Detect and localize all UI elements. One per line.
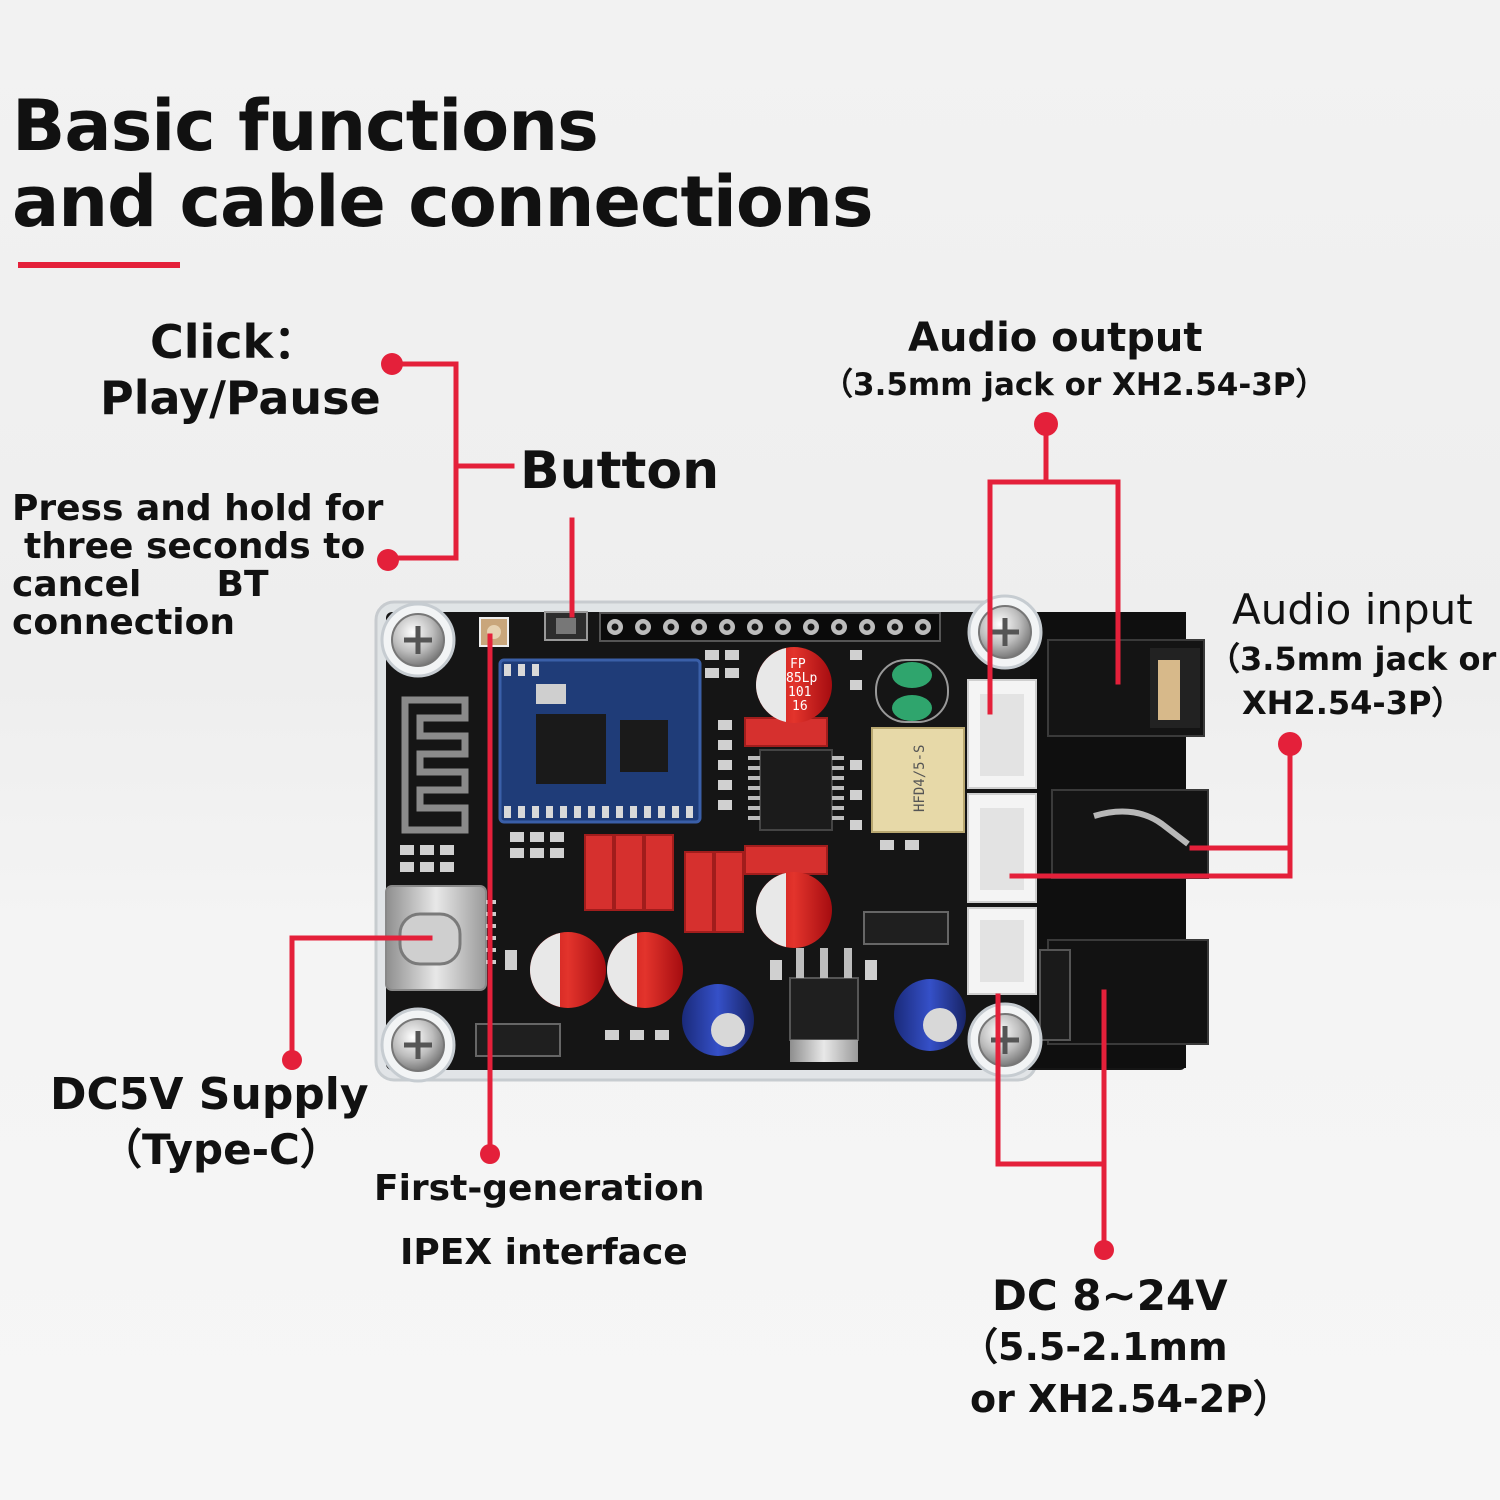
bluetooth-module <box>498 658 702 824</box>
screw-icon <box>380 1007 456 1083</box>
xh-connector-power <box>967 907 1037 995</box>
xh-connector-output <box>967 679 1037 789</box>
label-dc5v: DC5V Supply <box>50 1069 369 1120</box>
audio-jack-icon <box>1047 639 1205 737</box>
push-button <box>544 611 588 641</box>
screw-icon <box>967 594 1043 670</box>
label-dc-in-spec-1: （5.5-2.1mm <box>960 1325 1228 1369</box>
cap-label-4: 16 <box>792 699 808 714</box>
label-play-pause: Play/Pause <box>100 371 381 425</box>
label-dc-in-spec-2: or XH2.54-2P） <box>970 1377 1291 1421</box>
label-audio-input-spec-1: （3.5mm jack or <box>1208 640 1497 678</box>
label-dc-in: DC 8~24V <box>992 1271 1228 1320</box>
press-hold-line-1: Press and hold for <box>12 488 384 529</box>
title-line-2: and cable connections <box>12 161 873 243</box>
label-click: Click： <box>150 315 320 369</box>
inductors <box>875 659 949 723</box>
antenna-icon <box>401 696 469 834</box>
cap-label-1: FP <box>790 657 806 672</box>
ipex-connector <box>479 617 509 647</box>
capacitor-icon <box>682 984 754 1056</box>
audio-jack-icon <box>1051 789 1209 879</box>
label-ipex-1: First-generation <box>374 1168 705 1209</box>
press-hold-line-4: connection <box>12 602 235 643</box>
dac-chip <box>748 749 844 831</box>
cap-label-2: 85Lp <box>786 671 817 686</box>
relay-icon: HFD4/5-S <box>871 727 965 833</box>
label-ipex-2: IPEX interface <box>400 1232 688 1273</box>
label-press-hold: Press and hold for three seconds to canc… <box>12 490 383 642</box>
film-capacitors <box>584 717 828 933</box>
title-line-1: Basic functions <box>12 85 599 167</box>
label-audio-output: Audio output <box>908 315 1203 361</box>
label-audio-input-spec-2: XH2.54-3P） <box>1242 684 1464 722</box>
voltage-regulator <box>789 948 859 1062</box>
capacitor-icon <box>894 979 966 1051</box>
diode <box>475 1023 561 1057</box>
header-pin-row <box>599 612 941 642</box>
page-title: Basic functions and cable connections <box>12 88 873 240</box>
relay-marking: HFD4/5-S <box>912 745 928 812</box>
smd-components <box>400 650 919 1040</box>
screw-icon <box>380 602 456 678</box>
title-underline <box>18 262 180 268</box>
usb-c-icon <box>385 885 496 991</box>
capacitor-icon <box>530 932 606 1008</box>
label-dc5v-spec: （Type-C） <box>100 1125 342 1174</box>
capacitor-icon <box>607 932 683 1008</box>
label-button: Button <box>520 441 720 501</box>
capacitor-icon <box>756 872 832 948</box>
label-audio-input: Audio input <box>1232 585 1473 634</box>
screw-icon <box>967 1002 1043 1078</box>
xh-connector-input <box>967 793 1037 903</box>
label-audio-output-spec: （3.5mm jack or XH2.54-3P） <box>822 367 1327 403</box>
dc-jack-icon <box>1039 939 1209 1045</box>
cap-label-3: 101 <box>788 685 811 700</box>
press-hold-line-2: three seconds to <box>24 526 366 567</box>
diode <box>863 911 949 945</box>
press-hold-line-3: cancel BT <box>12 564 269 605</box>
capacitor-icon: FP 85Lp 101 16 <box>756 647 832 723</box>
